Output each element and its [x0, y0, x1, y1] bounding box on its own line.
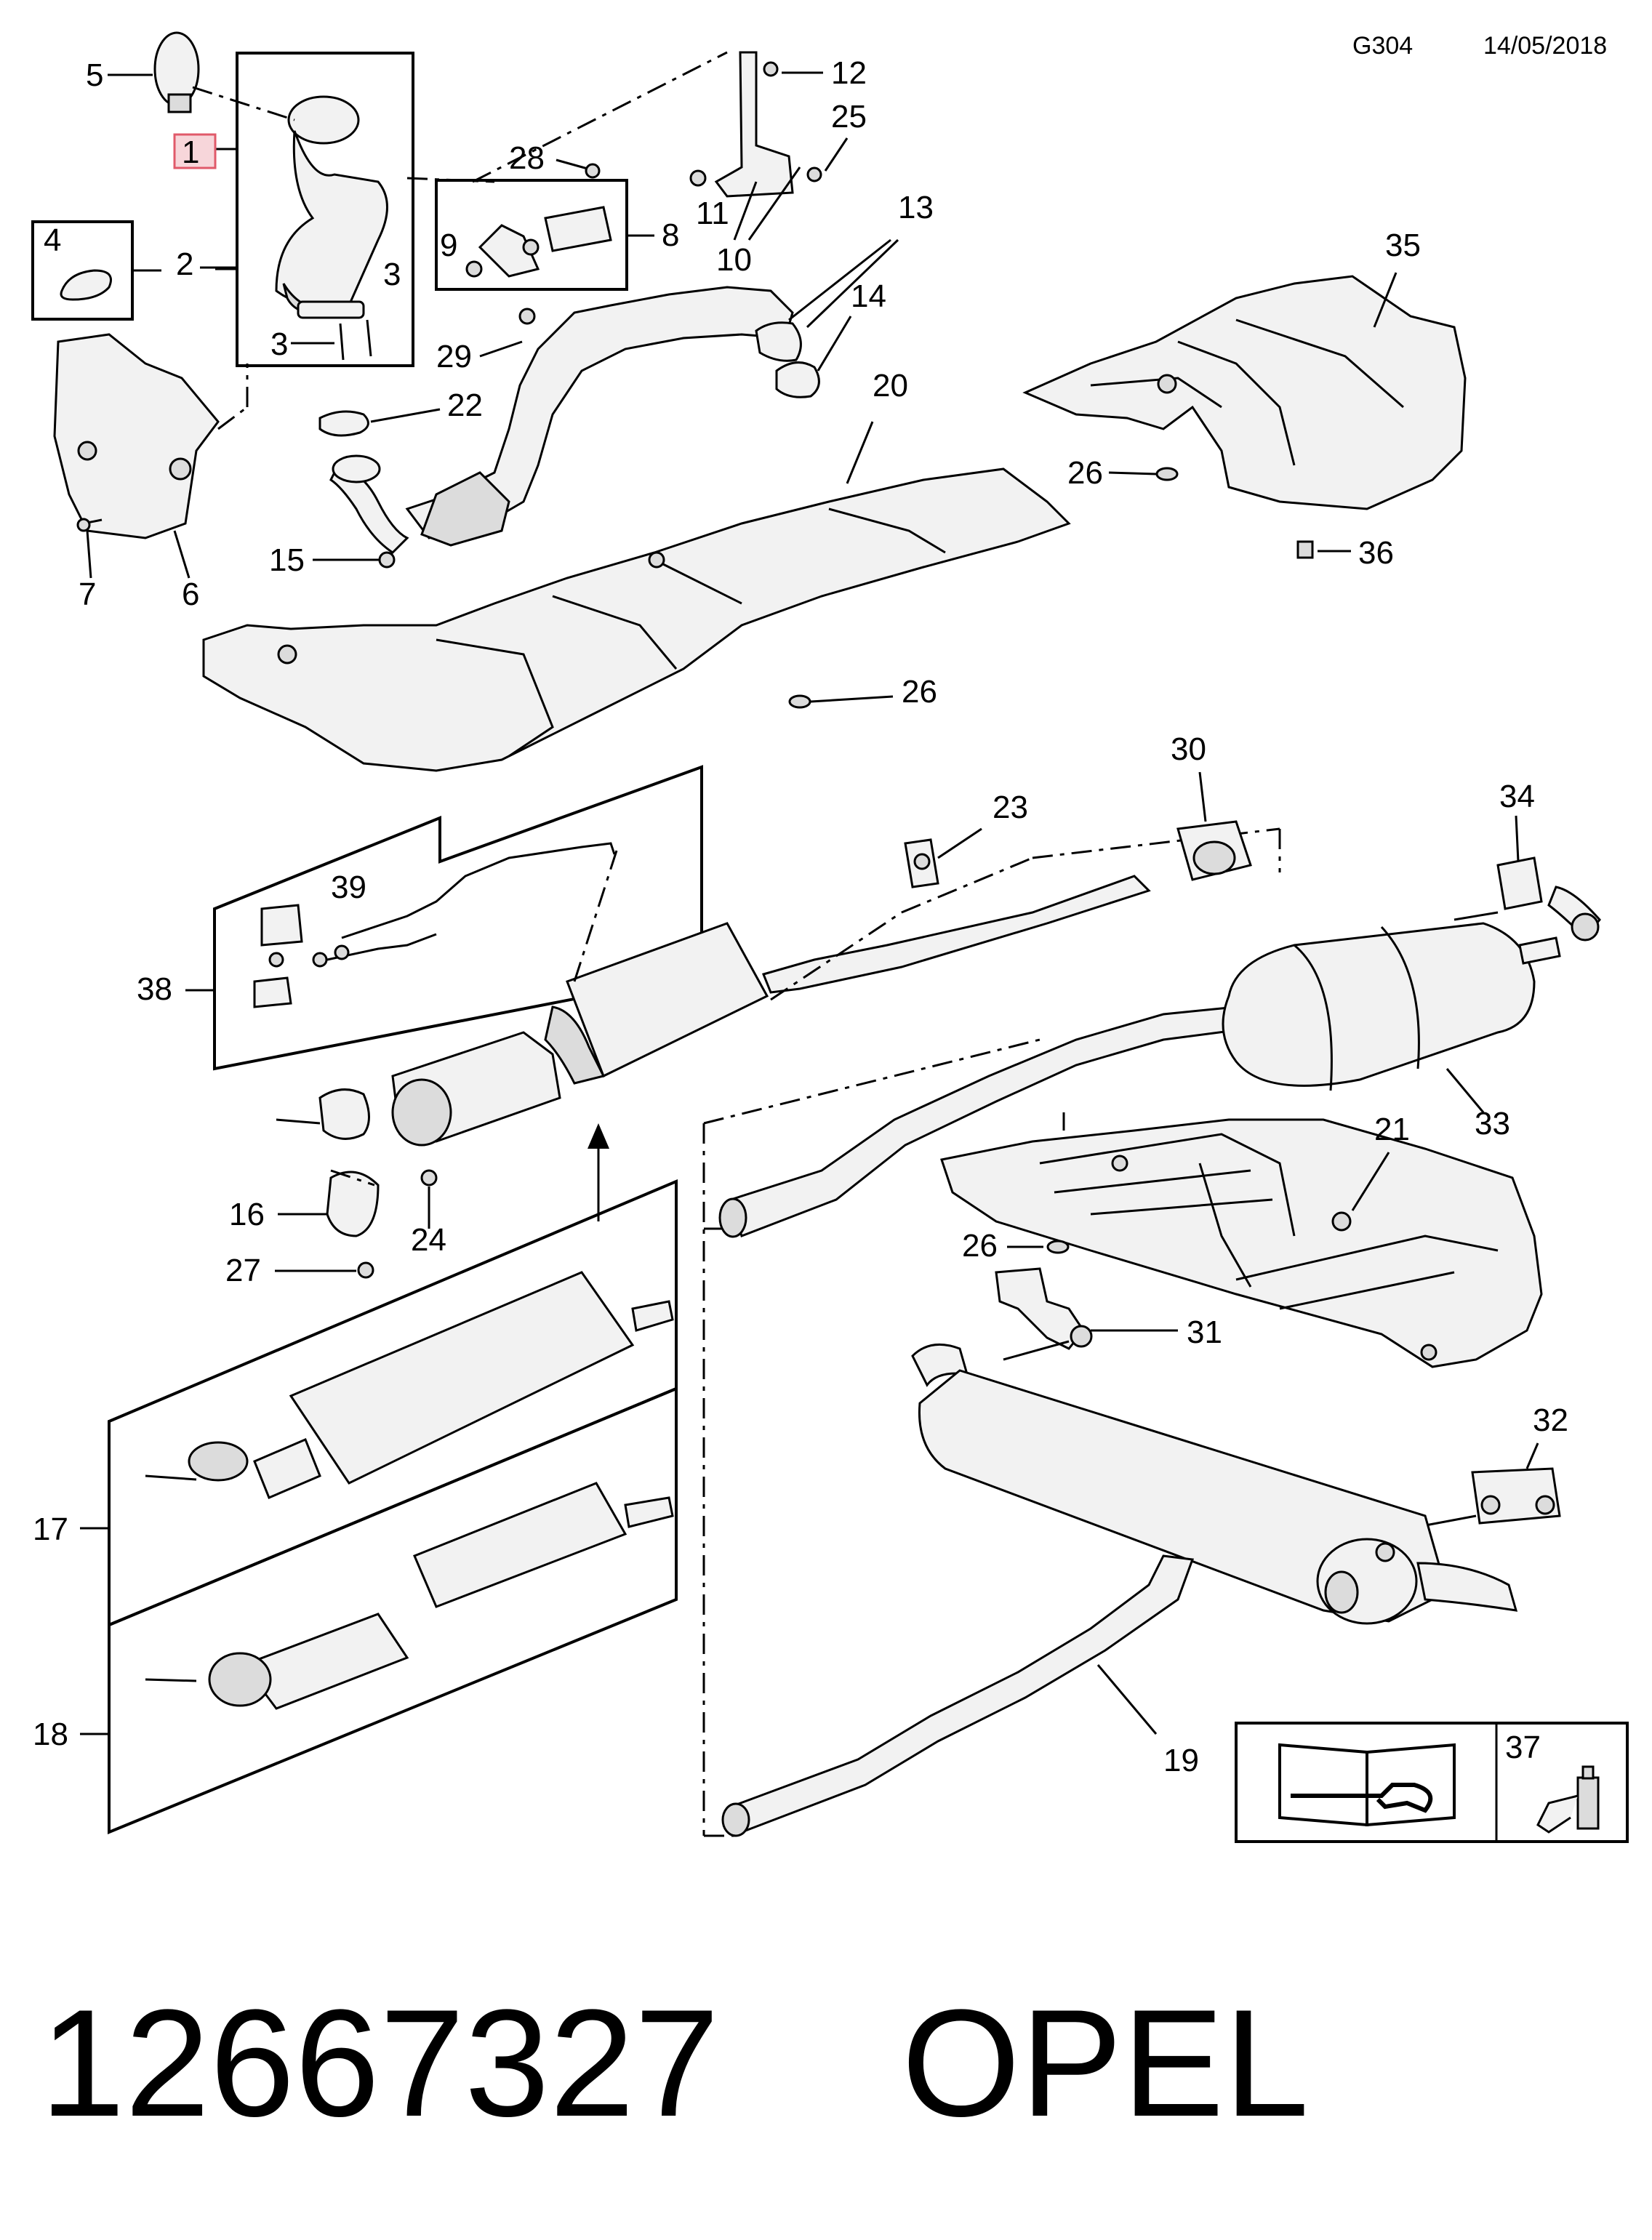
part-number: 12667327 — [40, 1978, 719, 2148]
catalytic-converter-group-box — [236, 52, 414, 367]
callout-1-highlight[interactable] — [173, 133, 217, 169]
callout-5: 5 — [86, 57, 103, 93]
callout-17: 17 — [33, 1512, 68, 1547]
variant-17-assembly-part[interactable] — [145, 1271, 674, 1499]
callout-15: 15 — [269, 542, 305, 578]
callout-36: 36 — [1358, 535, 1394, 571]
hanger-34-part[interactable] — [1496, 856, 1601, 942]
center-heat-shield-part[interactable] — [202, 467, 1071, 772]
callout-1: 1 — [182, 135, 199, 170]
callout-19: 19 — [1163, 1743, 1199, 1778]
clamp-part[interactable] — [153, 31, 200, 113]
callout-6: 6 — [182, 577, 199, 612]
callout-4: 4 — [44, 222, 61, 258]
callout-39: 39 — [331, 870, 366, 905]
nut-24-part[interactable] — [420, 1169, 438, 1187]
legend-box — [1235, 1722, 1629, 1843]
callout-3a: 3 — [383, 257, 401, 292]
gasket-part[interactable] — [60, 269, 112, 301]
callout-38: 38 — [137, 971, 172, 1007]
callout-37: 37 — [1505, 1730, 1541, 1765]
variant-18-box — [108, 1386, 678, 1834]
tailpipe-part[interactable] — [721, 1554, 1195, 1837]
callout-22: 22 — [447, 388, 483, 423]
callout-28: 28 — [509, 140, 545, 176]
brand-name: OPEL — [902, 1978, 1309, 2148]
underbody-shield-part[interactable] — [940, 1118, 1543, 1368]
hanger-31-part[interactable] — [995, 1267, 1093, 1350]
callout-2: 2 — [176, 246, 193, 282]
manifold-heat-shield-part[interactable] — [53, 333, 220, 539]
catalytic-converter-part[interactable] — [275, 95, 388, 319]
callout-20: 20 — [873, 368, 908, 404]
callout-13: 13 — [898, 190, 934, 225]
gasket-22-part[interactable] — [318, 410, 369, 437]
callout-8: 8 — [662, 217, 679, 253]
sensor-kit-box — [213, 765, 703, 1071]
callout-29: 29 — [436, 339, 472, 374]
pipe-clamp-30-part[interactable] — [1176, 820, 1252, 881]
callout-26c: 26 — [962, 1228, 998, 1264]
diagram-code: G304 — [1352, 32, 1413, 60]
callout-26a: 26 — [1067, 455, 1103, 491]
screw-part[interactable] — [76, 518, 103, 532]
callout-11: 11 — [696, 196, 729, 231]
callout-12: 12 — [831, 55, 867, 91]
nut-part[interactable] — [518, 308, 536, 325]
sensor-clip-part[interactable] — [326, 1171, 380, 1237]
nut-26c-part[interactable] — [1046, 1240, 1070, 1254]
rear-silencer-part[interactable] — [911, 1343, 1518, 1625]
nut-26b-part[interactable] — [788, 694, 811, 709]
mounting-bracket-part[interactable] — [714, 51, 794, 198]
pipe-flange-part[interactable] — [755, 321, 802, 362]
callout-25: 25 — [831, 99, 867, 135]
repair-manual-icon — [1278, 1743, 1456, 1827]
rear-muffler-part[interactable] — [1222, 922, 1561, 1091]
front-muffler-assembly-part[interactable] — [276, 875, 1151, 1147]
callout-34: 34 — [1499, 779, 1535, 814]
callout-16: 16 — [229, 1197, 265, 1232]
callout-7: 7 — [79, 577, 96, 612]
callout-18: 18 — [33, 1717, 68, 1752]
front-pipe-part[interactable] — [329, 286, 794, 554]
callout-14: 14 — [851, 278, 886, 314]
arrow-up-icon — [588, 1123, 609, 1149]
callout-27: 27 — [225, 1253, 261, 1288]
clip-36-part[interactable] — [1296, 540, 1314, 559]
sensor-kit-part[interactable] — [253, 842, 616, 1008]
hanger-32-part[interactable] — [1471, 1467, 1561, 1525]
diagram-date: 14/05/2018 — [1483, 32, 1607, 60]
stud-bolts-part[interactable] — [339, 319, 372, 361]
callout-32: 32 — [1533, 1402, 1568, 1438]
callout-21: 21 — [1374, 1112, 1410, 1147]
rear-heat-shield-part[interactable] — [1022, 275, 1467, 510]
callout-9: 9 — [440, 228, 457, 263]
callout-31: 31 — [1187, 1314, 1222, 1350]
callout-10: 10 — [716, 242, 752, 278]
flange-gasket-part[interactable] — [775, 361, 820, 398]
variant-18-assembly-part[interactable] — [145, 1482, 674, 1710]
callout-35: 35 — [1385, 228, 1421, 263]
callout-23: 23 — [993, 790, 1028, 825]
rubber-mount-23-part[interactable] — [904, 838, 939, 888]
callout-26b: 26 — [902, 674, 937, 710]
callout-33: 33 — [1475, 1106, 1510, 1141]
nut-26a-part[interactable] — [1155, 467, 1179, 481]
callout-3b: 3 — [270, 326, 288, 362]
callout-30: 30 — [1171, 731, 1206, 767]
nut-27-part[interactable] — [357, 1261, 374, 1279]
sealant-tube-icon — [1536, 1765, 1600, 1834]
